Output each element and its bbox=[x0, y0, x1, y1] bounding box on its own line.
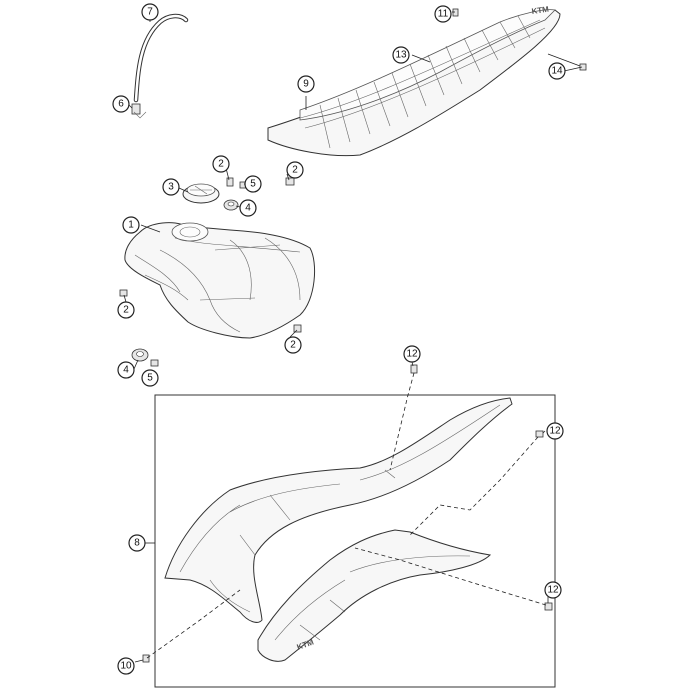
svg-text:12: 12 bbox=[406, 349, 418, 360]
callout-2-left: 2 bbox=[117, 301, 135, 319]
callout-6: 6 bbox=[112, 95, 130, 113]
callout-2-top-left: 2 bbox=[212, 155, 230, 173]
left-radiator-shroud bbox=[164, 397, 513, 623]
tank-bolt-top-right bbox=[285, 177, 295, 186]
shroud-bolt-lower-left bbox=[142, 654, 150, 663]
callout-7: 7 bbox=[141, 3, 159, 21]
svg-text:4: 4 bbox=[245, 203, 251, 214]
hose-clamp bbox=[131, 103, 147, 119]
tank-bolt-left bbox=[119, 289, 128, 297]
shroud-bolt-top bbox=[410, 364, 418, 374]
svg-text:5: 5 bbox=[147, 373, 153, 384]
shroud-bolt-upper-right bbox=[535, 430, 544, 438]
shroud-kit-frame bbox=[154, 394, 556, 688]
callout-4-bottom: 4 bbox=[117, 361, 135, 379]
spare-nut bbox=[150, 359, 159, 367]
callout-12-top: 12 bbox=[403, 345, 421, 363]
callout-14: 14 bbox=[548, 62, 566, 80]
callout-12-bottom: 12 bbox=[544, 581, 562, 599]
callout-1: 1 bbox=[122, 216, 140, 234]
seat-screw-rear bbox=[547, 53, 587, 71]
right-radiator-shroud: KTM bbox=[257, 529, 492, 662]
callout-4-top: 4 bbox=[239, 199, 257, 217]
shroud-bolt-lower-right bbox=[544, 602, 553, 611]
leader-lines bbox=[123, 11, 583, 663]
svg-text:13: 13 bbox=[395, 50, 407, 61]
svg-text:10: 10 bbox=[120, 661, 132, 672]
svg-text:6: 6 bbox=[118, 99, 124, 110]
callout-5-bottom: 5 bbox=[141, 369, 159, 387]
tank-bolt-right bbox=[293, 324, 302, 333]
callout-11: 11 bbox=[434, 5, 452, 23]
svg-text:2: 2 bbox=[123, 305, 129, 316]
svg-text:3: 3 bbox=[168, 182, 174, 193]
fuel-cap bbox=[182, 183, 220, 204]
svg-text:11: 11 bbox=[438, 9, 449, 20]
callout-2-top-right: 2 bbox=[286, 161, 304, 179]
fuel-hose bbox=[133, 13, 189, 103]
svg-text:14: 14 bbox=[551, 66, 563, 77]
fuel-tank bbox=[124, 222, 316, 339]
svg-text:2: 2 bbox=[218, 159, 224, 170]
svg-text:2: 2 bbox=[290, 340, 296, 351]
svg-text:12: 12 bbox=[547, 585, 559, 596]
callout-8: 8 bbox=[128, 534, 146, 552]
svg-text:2: 2 bbox=[292, 165, 298, 176]
tank-bolt-top-left bbox=[226, 177, 234, 187]
seat: KTM bbox=[267, 5, 561, 157]
svg-text:1: 1 bbox=[128, 220, 134, 231]
callout-5-top: 5 bbox=[244, 175, 262, 193]
svg-text:12: 12 bbox=[549, 426, 561, 437]
svg-text:7: 7 bbox=[147, 7, 153, 18]
seat-logo: KTM bbox=[531, 5, 550, 16]
tank-washer-top bbox=[223, 199, 239, 211]
svg-text:4: 4 bbox=[123, 365, 129, 376]
svg-text:5: 5 bbox=[250, 179, 256, 190]
seat-bolt-front bbox=[452, 8, 459, 17]
svg-text:8: 8 bbox=[134, 538, 140, 549]
callout-3: 3 bbox=[162, 178, 180, 196]
spare-washer bbox=[131, 348, 149, 362]
callout-13: 13 bbox=[392, 46, 410, 64]
callout-9: 9 bbox=[297, 75, 315, 93]
callout-2-right: 2 bbox=[284, 336, 302, 354]
callout-12-right: 12 bbox=[546, 422, 564, 440]
callout-10: 10 bbox=[117, 657, 135, 675]
svg-text:9: 9 bbox=[303, 79, 309, 90]
